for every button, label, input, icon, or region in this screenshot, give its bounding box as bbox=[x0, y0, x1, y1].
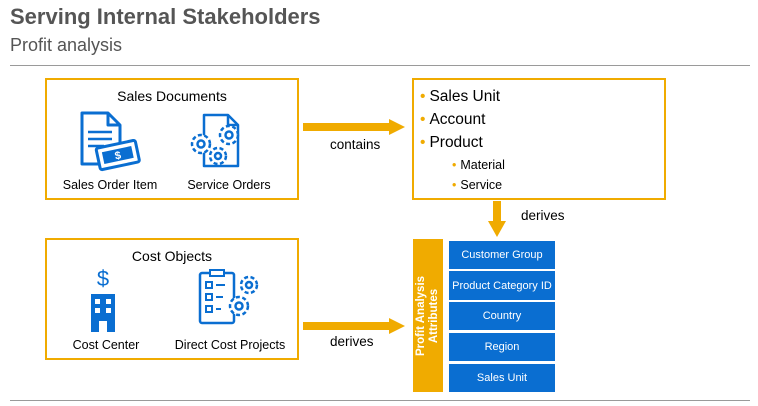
list-item-account: •Account bbox=[420, 111, 485, 129]
profit-analysis-attributes-label: Profit Analysis Attributes bbox=[415, 275, 441, 355]
derivation-sources-box: •Sales Unit •Account •Product •Material … bbox=[412, 78, 666, 200]
bullet-icon: • bbox=[452, 158, 457, 172]
header-divider bbox=[10, 65, 750, 66]
bar-label-line2: Attributes bbox=[428, 288, 440, 343]
derives-down-label: derives bbox=[521, 208, 565, 223]
svg-text:$: $ bbox=[114, 149, 122, 162]
cost-center-label: Cost Center bbox=[72, 338, 140, 352]
profit-analysis-attributes-bar: Profit Analysis Attributes bbox=[413, 239, 443, 392]
sales-documents-heading: Sales Documents bbox=[117, 88, 227, 104]
sub-item-label: Material bbox=[460, 158, 505, 172]
contains-arrow bbox=[303, 119, 405, 135]
sales-order-item-label: Sales Order Item bbox=[62, 178, 158, 192]
bar-label-line1: Profit Analysis bbox=[415, 275, 427, 356]
attribute-sales-unit: Sales Unit bbox=[449, 364, 555, 392]
project-checklist-gears-icon bbox=[197, 268, 267, 337]
bullet-icon: • bbox=[420, 88, 426, 105]
bullet-icon: • bbox=[420, 111, 426, 128]
bullet-icon: • bbox=[420, 134, 426, 151]
attribute-country: Country bbox=[449, 302, 555, 330]
list-item-sales-unit: •Sales Unit bbox=[420, 88, 500, 106]
page-subtitle: Profit analysis bbox=[10, 35, 123, 55]
page-title: Serving Internal Stakeholders bbox=[10, 4, 321, 29]
list-item-product: •Product bbox=[420, 134, 483, 152]
cost-objects-box: Cost Objects $ bbox=[45, 238, 299, 360]
cost-objects-heading: Cost Objects bbox=[131, 248, 213, 264]
gears-document-icon bbox=[186, 110, 252, 177]
sub-item-service: •Service bbox=[452, 178, 502, 192]
list-item-label: Sales Unit bbox=[429, 88, 501, 105]
derives-down-arrow bbox=[488, 201, 506, 237]
sub-item-label: Service bbox=[460, 178, 503, 192]
contains-label: contains bbox=[330, 137, 381, 152]
svg-text:$: $ bbox=[97, 266, 109, 291]
sales-documents-box: Sales Documents $ bbox=[45, 78, 299, 200]
sub-item-material: •Material bbox=[452, 158, 505, 172]
invoice-document-icon: $ bbox=[76, 110, 142, 179]
attribute-customer-group: Customer Group bbox=[449, 241, 555, 269]
attribute-product-category-id: Product Category ID bbox=[449, 271, 555, 300]
attribute-region: Region bbox=[449, 333, 555, 361]
building-dollar-icon: $ bbox=[85, 266, 125, 339]
list-item-label: Account bbox=[429, 111, 486, 128]
bullet-icon: • bbox=[452, 178, 457, 192]
direct-cost-projects-label: Direct Cost Projects bbox=[174, 338, 286, 352]
footer-divider bbox=[10, 400, 750, 401]
service-orders-label: Service Orders bbox=[187, 178, 271, 192]
list-item-label: Product bbox=[429, 134, 483, 151]
derives-right-label: derives bbox=[330, 334, 374, 349]
derives-right-arrow bbox=[303, 318, 405, 334]
